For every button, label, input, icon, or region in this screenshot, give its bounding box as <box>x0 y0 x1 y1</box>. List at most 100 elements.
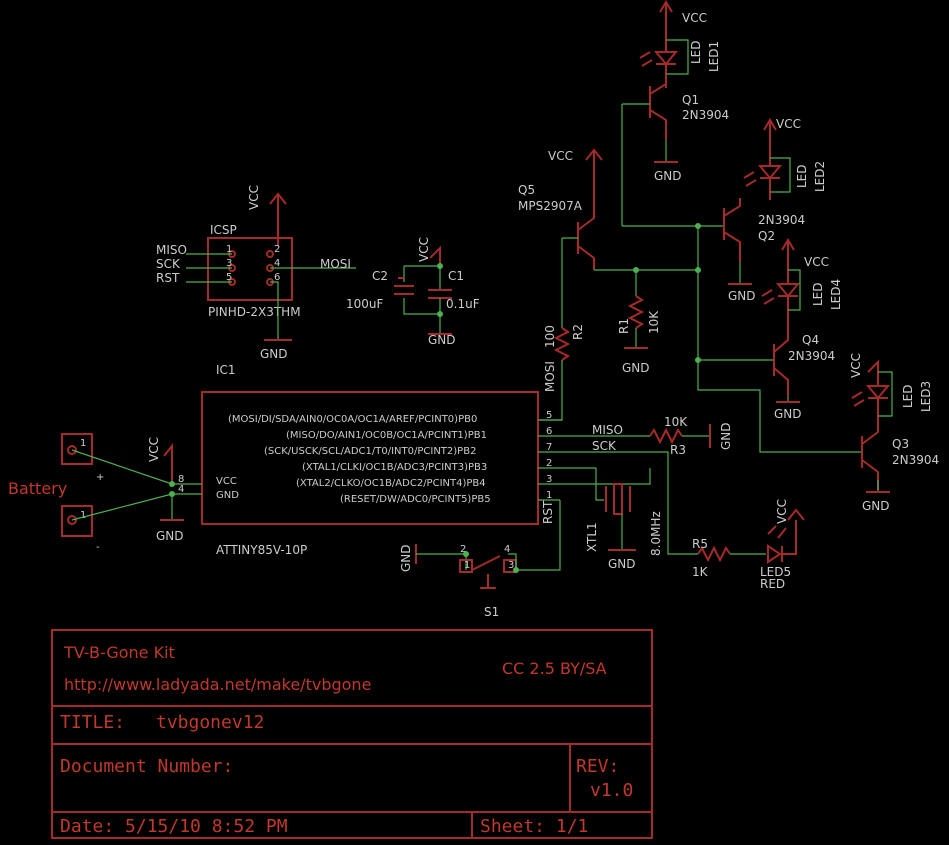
svg-text:TITLE:: TITLE: <box>60 712 125 733</box>
svg-text:Document Number:: Document Number: <box>60 756 233 777</box>
svg-text:GND: GND <box>719 422 733 450</box>
svg-text:REV:: REV: <box>576 756 619 777</box>
svg-text:2N3904: 2N3904 <box>682 108 729 122</box>
svg-text:MOSI: MOSI <box>543 361 557 392</box>
svg-text:Q3: Q3 <box>892 437 909 451</box>
svg-text:LED: LED <box>795 164 809 188</box>
svg-text:4: 4 <box>274 258 280 269</box>
crystal-xtl1: GND XTL1 8.0MHz <box>585 468 663 571</box>
svg-text:4: 4 <box>504 544 510 555</box>
title-block: TV-B-Gone Kit http://www.ladyada.net/mak… <box>51 629 653 839</box>
svg-text:Q2: Q2 <box>758 229 775 243</box>
svg-text:(RESET/DW/ADC0/PCINT5)PB5: (RESET/DW/ADC0/PCINT5)PB5 <box>340 494 491 505</box>
svg-text:10K: 10K <box>664 415 688 429</box>
svg-text:VCC: VCC <box>548 149 573 163</box>
svg-text:4: 4 <box>178 484 184 495</box>
svg-text:GND: GND <box>622 361 650 375</box>
svg-text:1: 1 <box>464 560 470 571</box>
svg-text:RED: RED <box>760 577 785 591</box>
svg-text:GND: GND <box>608 557 636 571</box>
svg-text:VCC: VCC <box>776 117 801 131</box>
led1-group: VCC LED LED1 <box>639 0 721 88</box>
svg-text:1K: 1K <box>692 565 709 579</box>
svg-text:IC1: IC1 <box>216 363 236 377</box>
svg-text:SCK: SCK <box>592 439 617 453</box>
svg-text:MISO: MISO <box>592 423 623 437</box>
svg-text:RST: RST <box>541 500 555 524</box>
svg-text:2: 2 <box>460 544 466 555</box>
svg-text:VCC: VCC <box>247 185 261 210</box>
svg-text:R3: R3 <box>670 443 686 457</box>
svg-text:(MISO/DO/AIN1/OC0B/OC1A/PCINT1: (MISO/DO/AIN1/OC0B/OC1A/PCINT1)PB1 <box>286 430 487 441</box>
svg-text:1: 1 <box>546 490 552 501</box>
svg-text:Battery: Battery <box>8 479 67 498</box>
svg-text:LED3: LED3 <box>919 381 933 412</box>
svg-text:GND: GND <box>156 529 184 543</box>
svg-text:VCC: VCC <box>682 11 707 25</box>
r1-resistor: GND R1 10K <box>617 270 661 375</box>
q1-transistor: GND Q1 2N3904 <box>621 74 729 226</box>
svg-text:S1: S1 <box>484 605 499 619</box>
r2-resistor: 100 R2 MOSI <box>540 324 585 421</box>
svg-text:100uF: 100uF <box>346 297 384 311</box>
svg-text:6: 6 <box>274 272 280 283</box>
svg-text:http://www.ladyada.net/make/tv: http://www.ladyada.net/make/tvbgone <box>64 675 371 694</box>
svg-text:2N3904: 2N3904 <box>758 213 805 227</box>
icsp-header: VCC ICSP PINHD-2X3THM 1 3 5 2 4 6 GND MI… <box>156 185 356 361</box>
svg-text:7: 7 <box>546 442 552 453</box>
svg-text:R5: R5 <box>692 537 708 551</box>
svg-text:GND: GND <box>260 347 288 361</box>
svg-text:GND: GND <box>728 289 756 303</box>
svg-text:RST: RST <box>156 271 180 285</box>
svg-text:1: 1 <box>80 438 86 449</box>
svg-text:Q4: Q4 <box>802 333 819 347</box>
svg-text:GND: GND <box>428 333 456 347</box>
svg-text:2: 2 <box>274 244 280 255</box>
svg-text:LED: LED <box>901 384 915 408</box>
svg-text:3: 3 <box>546 474 552 485</box>
r5-led5: R5 1K VCC LED5 RED <box>660 451 805 591</box>
svg-text:0.1uF: 0.1uF <box>446 297 480 311</box>
svg-text:10K: 10K <box>647 310 661 334</box>
led2-group: VCC LED LED2 GND 2N3904 Q2 <box>723 117 827 303</box>
svg-text:8: 8 <box>178 474 184 485</box>
svg-text:LED1: LED1 <box>707 41 721 72</box>
svg-text:LED2: LED2 <box>813 161 827 192</box>
svg-text:CC 2.5 BY/SA: CC 2.5 BY/SA <box>502 659 607 678</box>
ic1-attiny85: IC1 (MOSI/DI/SDA/AIN0/OC0A/OC1A/AREF/PCI… <box>172 363 660 557</box>
svg-text:5: 5 <box>546 410 552 421</box>
led4-group: VCC LED LED4 GND Q4 2N3904 <box>761 238 843 421</box>
svg-text:GND: GND <box>216 490 239 501</box>
svg-text:GND: GND <box>654 169 682 183</box>
svg-text:3: 3 <box>226 258 232 269</box>
svg-text:ICSP: ICSP <box>210 223 237 237</box>
svg-text:TV-B-Gone Kit: TV-B-Gone Kit <box>63 643 175 662</box>
switch-s1: GND 2 1 4 3 RST S1 <box>399 500 561 619</box>
svg-text:MPS2907A: MPS2907A <box>518 199 583 213</box>
svg-text:GND: GND <box>399 544 413 572</box>
svg-text:GND: GND <box>862 499 890 513</box>
svg-text:-: - <box>96 542 100 553</box>
svg-text:+: + <box>96 472 104 483</box>
svg-text:VCC: VCC <box>417 237 431 262</box>
svg-text:VCC: VCC <box>804 255 829 269</box>
svg-text:C2: C2 <box>372 269 388 283</box>
svg-text:MOSI: MOSI <box>320 257 351 271</box>
svg-text:VCC: VCC <box>849 353 863 378</box>
svg-text:Q1: Q1 <box>682 93 699 107</box>
svg-text:(XTAL2/CLKO/OC1B/ADC2/PCINT4)P: (XTAL2/CLKO/OC1B/ADC2/PCINT4)PB4 <box>296 478 486 489</box>
svg-text:(SCK/USCK/SCL/ADC1/T0/INT0/PCI: (SCK/USCK/SCL/ADC1/T0/INT0/PCINT2)PB2 <box>264 446 476 457</box>
svg-text:3: 3 <box>508 560 514 571</box>
svg-text:Date: 5/15/10 8:52 PM: Date: 5/15/10 8:52 PM <box>60 816 288 837</box>
svg-text:Q5: Q5 <box>518 183 535 197</box>
svg-text:LED4: LED4 <box>829 279 843 310</box>
svg-text:VCC: VCC <box>775 499 789 524</box>
svg-text:MISO: MISO <box>156 243 187 257</box>
svg-text:2N3904: 2N3904 <box>892 453 939 467</box>
capacitors: VCC GND C2 100uF C1 0.1uF <box>346 237 480 347</box>
svg-text:100: 100 <box>543 325 557 348</box>
svg-text:LED5: LED5 <box>760 565 791 579</box>
svg-text:1: 1 <box>80 510 86 521</box>
